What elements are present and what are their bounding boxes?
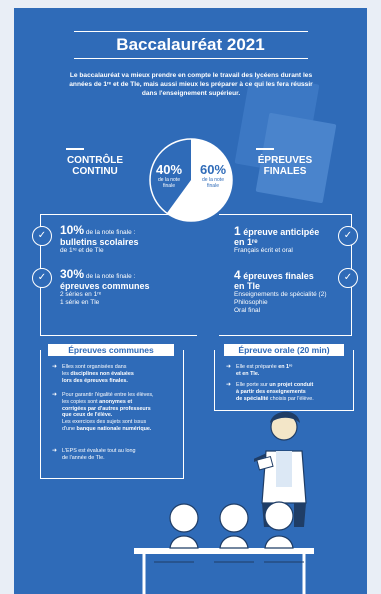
title-rule-bottom xyxy=(74,58,308,59)
check-icon: ✓ xyxy=(32,226,52,246)
panel-right-head: Épreuve orale (20 min) xyxy=(224,344,344,356)
check-icon: ✓ xyxy=(338,268,358,288)
panel-left-bullet-3: ➜ L'EPS est évaluée tout au long de l'an… xyxy=(52,448,136,461)
pie-svg xyxy=(149,138,233,222)
page-title: Baccalauréat 2021 xyxy=(116,35,265,54)
note-pie-chart: 40% de la note finale 60% de la note fin… xyxy=(149,138,233,222)
panel-right xyxy=(214,350,354,411)
pie-label-right: 60% de la note finale xyxy=(199,162,227,190)
arrow-icon: ➜ xyxy=(52,364,58,370)
panel-right-bullet-2: ➜ Elle porte sur un projet conduit à par… xyxy=(226,382,314,402)
check-icon: ✓ xyxy=(32,268,52,288)
pie-label-left: 40% de la note finale xyxy=(155,162,183,190)
right-heading: ÉPREUVES FINALES xyxy=(250,148,320,177)
check-icon: ✓ xyxy=(338,226,358,246)
title-rule-top xyxy=(74,31,308,32)
poster: Baccalauréat 2021 Le baccalauréat va mie… xyxy=(14,8,367,594)
stat-epreuves-communes: 30% de la note finale : épreuves commune… xyxy=(60,267,150,306)
panel-left-head: Épreuves communes xyxy=(48,344,174,356)
panel-left-bullet-2: ➜ Pour garantir l'égalité entre les élèv… xyxy=(52,392,154,432)
stat-epreuve-anticipee: 1 épreuve anticipée en 1ʳᵉ Français écri… xyxy=(234,224,320,254)
arrow-icon: ➜ xyxy=(226,382,232,388)
classroom-illustration xyxy=(134,501,314,594)
intro-text: Le baccalauréat va mieux prendre en comp… xyxy=(69,72,313,97)
arrow-icon: ➜ xyxy=(52,392,58,398)
left-heading: CONTRÔLE CONTINU xyxy=(60,148,130,177)
panel-left xyxy=(40,350,184,479)
stat-bulletins: 10% de la note finale : bulletins scolai… xyxy=(60,223,139,254)
panel-left-bullet-1: ➜ Elles sont organisées dans les discipl… xyxy=(52,364,134,384)
arrow-icon: ➜ xyxy=(226,364,232,370)
stat-epreuves-finales: 4 épreuves finales en Tle Enseignements … xyxy=(234,268,327,314)
arrow-icon: ➜ xyxy=(52,448,58,454)
pie-slice-right xyxy=(166,139,233,221)
panel-right-bullet-1: ➜ Elle est préparée en 1ʳᵉ et en Tle. xyxy=(226,364,293,377)
